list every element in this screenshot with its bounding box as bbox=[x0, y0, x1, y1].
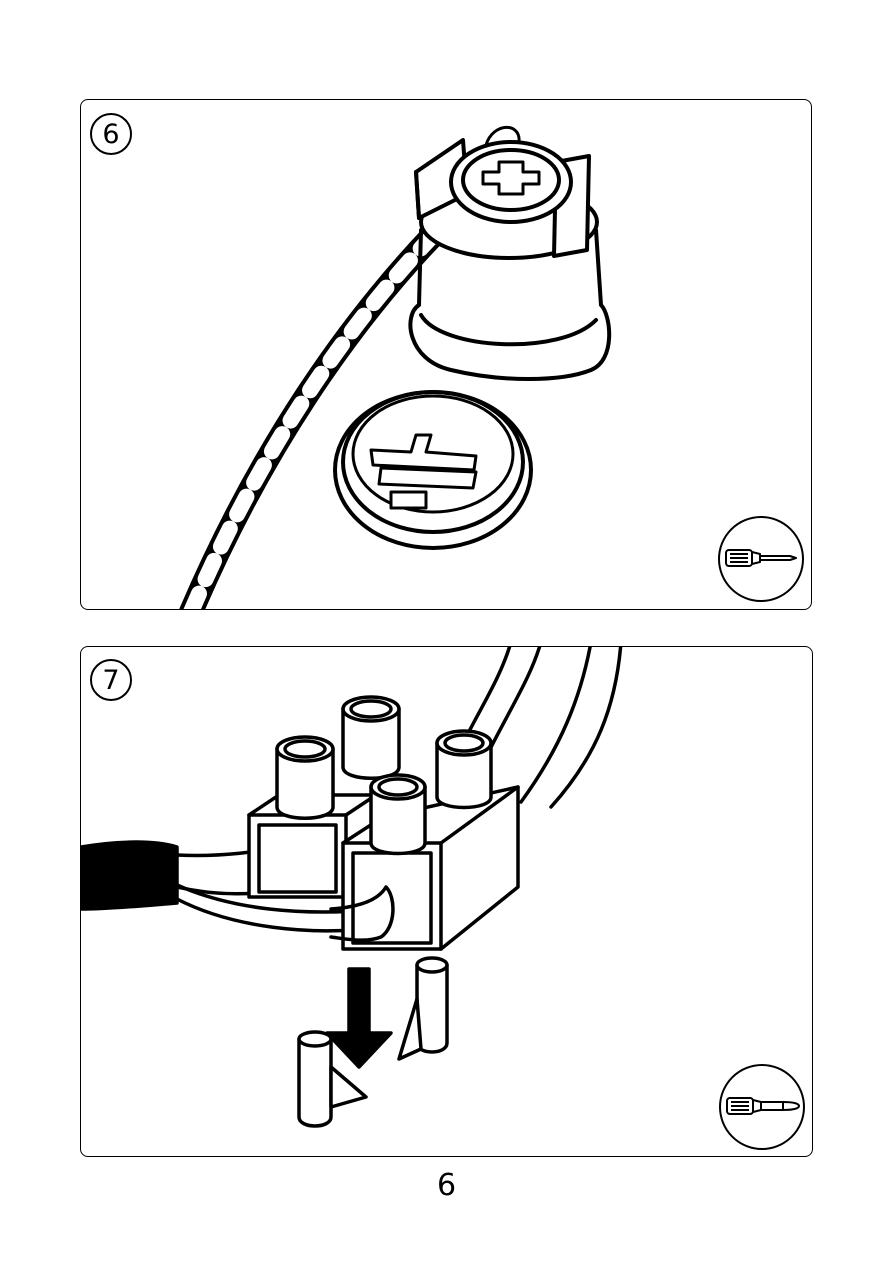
terminal-block-illustration bbox=[81, 647, 812, 1156]
tool-badge bbox=[718, 516, 804, 602]
screwdriver-icon bbox=[720, 518, 802, 600]
page-number: 6 bbox=[0, 1168, 893, 1203]
earth-terminal-illustration bbox=[81, 100, 811, 609]
step-7-panel: 7 bbox=[80, 646, 813, 1157]
tool-badge bbox=[719, 1064, 805, 1150]
step-6-panel: 6 bbox=[80, 99, 812, 610]
screwdriver-icon bbox=[721, 1066, 803, 1148]
